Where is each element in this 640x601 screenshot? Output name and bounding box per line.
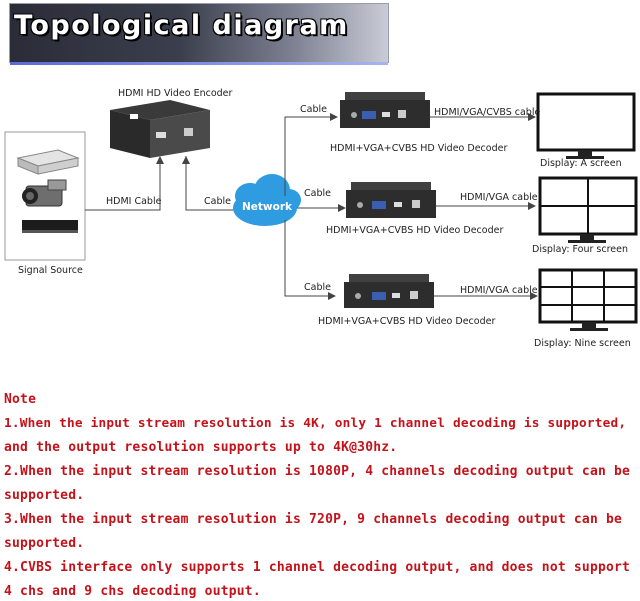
branch-2-display-label: Display: Four screen <box>532 244 629 255</box>
encoder-device <box>110 100 210 158</box>
note-line-7: 4.CVBS interface only supports 1 channel… <box>4 560 631 575</box>
network-cloud-icon <box>233 174 301 226</box>
diagram-canvas <box>4 92 638 331</box>
monitor-four-screen <box>538 176 638 243</box>
branch-1-display-label: Display: A screen <box>540 158 622 169</box>
branch-3-display-label: Display: Nine screen <box>534 338 631 349</box>
note-line-6: supported. <box>4 536 85 551</box>
encoder-cable-label: Cable <box>204 196 231 207</box>
set-top-box-device <box>22 220 78 233</box>
note-line-1: 1.When the input stream resolution is 4K… <box>4 416 627 431</box>
branch-2-decoder-label: HDMI+VGA+CVBS HD Video Decoder <box>326 225 504 236</box>
encoder-label: HDMI HD Video Encoder <box>118 88 233 99</box>
branch-2-output-cable-label: HDMI/VGA cable <box>460 192 538 203</box>
note-heading: Note <box>4 392 37 407</box>
note-line-2: and the output resolution supports up to… <box>4 440 398 455</box>
decoder-device-1 <box>340 92 430 128</box>
branch-1-output-cable-label: HDMI/VGA/CVBS cable <box>434 107 541 118</box>
decoder-device-2 <box>346 182 436 218</box>
decoder-device-3 <box>344 274 434 308</box>
topology-diagram: HDMI HD Video Encoder HDMI Cable Cable N… <box>0 70 640 370</box>
signal-source-label: Signal Source <box>18 265 83 276</box>
branch-3-decoder-label: HDMI+VGA+CVBS HD Video Decoder <box>318 316 496 327</box>
dvd-player-device <box>16 149 80 175</box>
hdmi-cable-label: HDMI Cable <box>106 196 162 207</box>
title-banner <box>10 4 388 62</box>
page-title: Topological diagram <box>14 10 349 41</box>
title-underline <box>10 62 388 65</box>
note-line-3: 2.When the input stream resolution is 10… <box>4 464 631 479</box>
branch-1-cable-label: Cable <box>300 104 327 115</box>
network-label: Network <box>242 201 293 213</box>
branch-1-decoder-label: HDMI+VGA+CVBS HD Video Decoder <box>330 143 508 154</box>
branch-3-cable-label: Cable <box>304 282 331 293</box>
branch-3-output-cable-label: HDMI/VGA cable <box>460 285 538 296</box>
camcorder-device <box>22 179 67 207</box>
note-line-4: supported. <box>4 488 85 503</box>
branch-2-cable-label: Cable <box>304 188 331 199</box>
monitor-single-screen <box>536 92 636 159</box>
note-line-8: 4 chs and 9 chs decoding output. <box>4 584 261 599</box>
note-line-5: 3.When the input stream resolution is 72… <box>4 512 623 527</box>
monitor-nine-screen <box>538 268 638 331</box>
